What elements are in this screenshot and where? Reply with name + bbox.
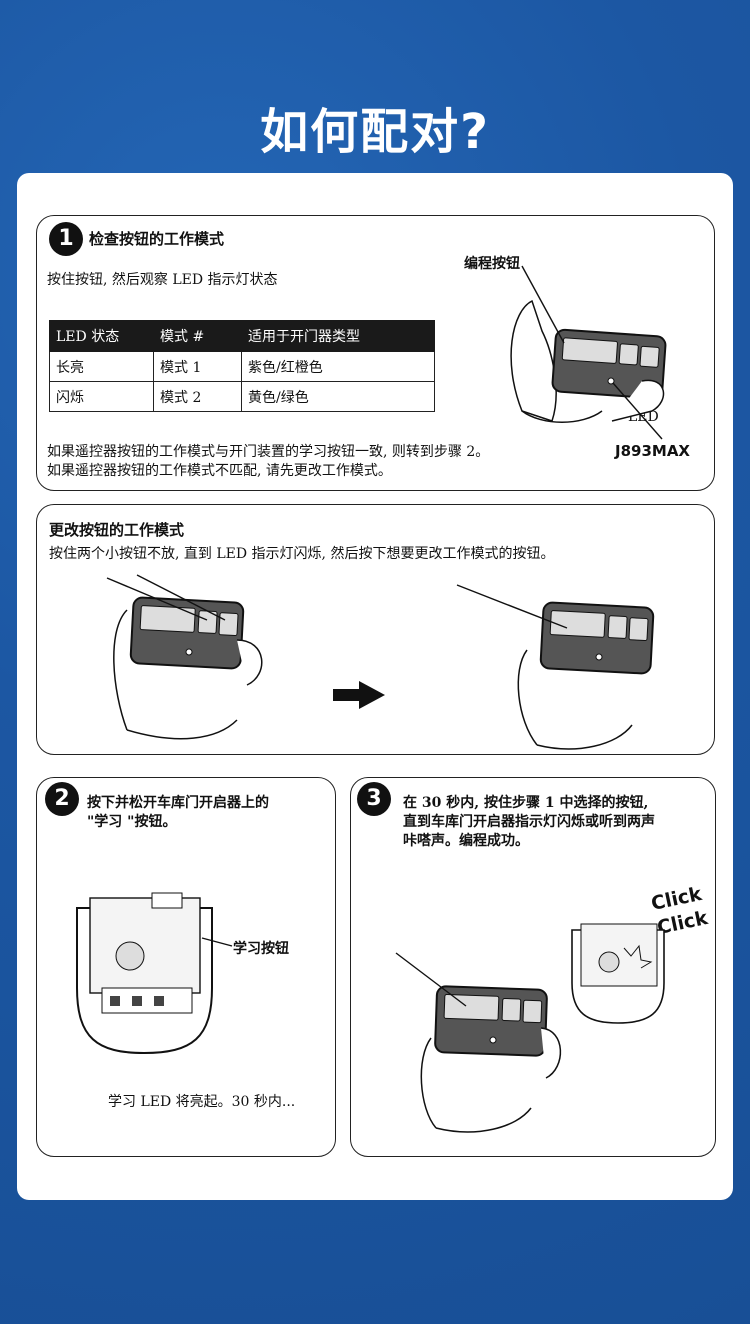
step3-text-line1: 在 30 秒内, 按住步骤 1 中选择的按钮, <box>403 795 649 811</box>
step3-text-line2: 直到车库门开启器指示灯闪烁或听到两声 <box>403 814 655 830</box>
step1-note-line1: 如果遥控器按钮的工作模式与开门装置的学习按钮一致, 则转到步骤 2。 <box>47 444 490 460</box>
step2-text-line2: "学习 "按钮。 <box>87 814 177 830</box>
step3-text-line3: 咔嗒声。编程成功。 <box>403 833 529 849</box>
table-cell: 长亮 <box>49 351 154 382</box>
table-row: 长亮 模式 1 紫色/红橙色 <box>49 351 435 382</box>
table-cell: 紫色/红橙色 <box>241 351 435 382</box>
table-cell: 模式 2 <box>153 381 242 412</box>
table-row: 闪烁 模式 2 黄色/绿色 <box>49 381 435 412</box>
step3-badge: 3 <box>357 782 391 816</box>
step3-panel: 3 在 30 秒内, 按住步骤 1 中选择的按钮, 直到车库门开启器指示灯闪烁或… <box>350 777 716 1157</box>
step1-note-line2: 如果遥控器按钮的工作模式不匹配, 请先更改工作模式。 <box>47 463 392 479</box>
step1-panel: 1 检查按钮的工作模式 按住按钮, 然后观察 LED 指示灯状态 LED 状态 … <box>36 215 715 491</box>
step2-badge: 2 <box>45 782 79 816</box>
program-button-label: 编程按钮 <box>464 256 520 272</box>
step2-caption: 学习 LED 将亮起。30 秒内... <box>108 1094 296 1110</box>
remote-hand-illustration <box>510 265 667 440</box>
table-header: 适用于开门器类型 <box>241 320 435 352</box>
table-cell: 模式 1 <box>153 351 242 382</box>
table-header: LED 状态 <box>49 320 154 352</box>
remote-press-illustration <box>395 952 562 1133</box>
instruction-card: 1 检查按钮的工作模式 按住按钮, 然后观察 LED 指示灯状态 LED 状态 … <box>17 173 733 1200</box>
change-mode-instruction: 按住两个小按钮不放, 直到 LED 指示灯闪烁, 然后按下想要更改工作模式的按钮… <box>49 546 555 562</box>
change-mode-panel: 更改按钮的工作模式 按住两个小按钮不放, 直到 LED 指示灯闪烁, 然后按下想… <box>36 504 715 755</box>
garage-opener-small-illustration <box>571 923 665 1024</box>
remote-two-buttons-illustration <box>106 574 263 740</box>
learn-button-label: 学习按钮 <box>233 941 289 957</box>
table-cell: 闪烁 <box>49 381 154 412</box>
led-mode-table: LED 状态 模式 # 适用于开门器类型 长亮 模式 1 紫色/红橙色 闪烁 模… <box>49 320 435 412</box>
table-header: 模式 # <box>153 320 242 352</box>
garage-opener-illustration <box>76 892 233 1055</box>
arrow-right-icon <box>333 681 385 709</box>
remote-select-button-illustration <box>456 584 655 750</box>
step1-instruction: 按住按钮, 然后观察 LED 指示灯状态 <box>47 272 278 288</box>
step1-heading: 检查按钮的工作模式 <box>89 230 225 248</box>
step2-text-line1: 按下并松开车库门开启器上的 <box>87 795 269 811</box>
step1-badge: 1 <box>49 222 83 256</box>
step2-panel: 2 按下并松开车库门开启器上的 "学习 "按钮。 学习按钮 学习 LED 将亮起… <box>36 777 336 1157</box>
model-number: J893MAX <box>615 442 690 460</box>
change-mode-heading: 更改按钮的工作模式 <box>49 521 185 539</box>
page-title: 如何配对? <box>260 104 490 160</box>
table-cell: 黄色/绿色 <box>241 381 435 412</box>
